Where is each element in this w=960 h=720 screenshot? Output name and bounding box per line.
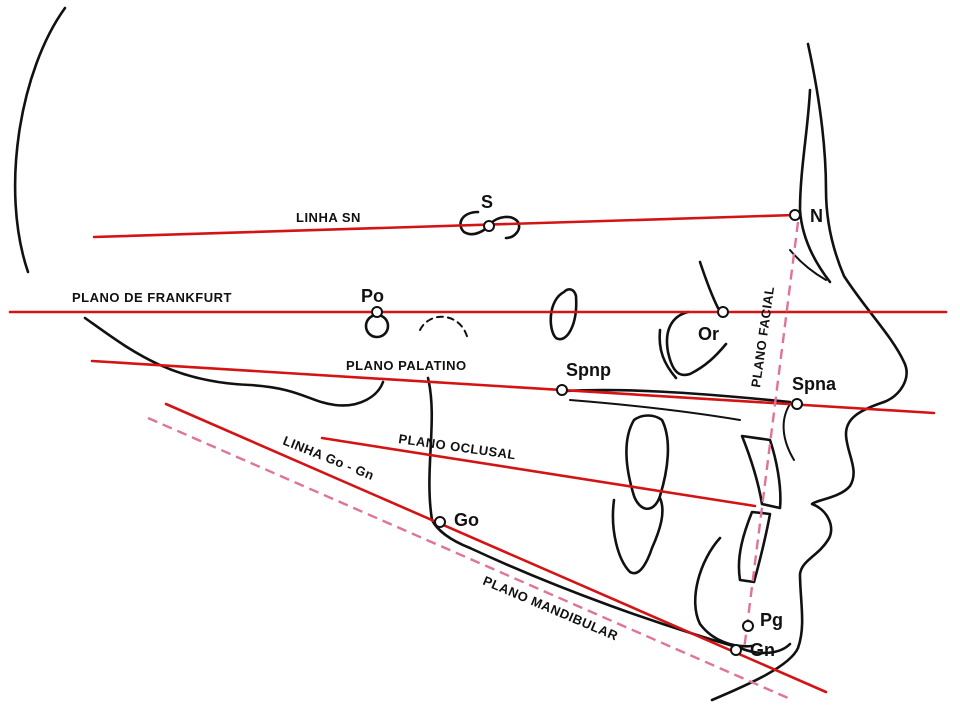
point-labels: S N Po Or Spnp Spna Go Pg Gn — [361, 192, 837, 660]
label-point-n: N — [810, 206, 823, 226]
orbit-floor — [665, 310, 728, 377]
label-point-go: Go — [454, 510, 479, 530]
plano-facial-line — [742, 221, 800, 651]
point-pg-marker — [742, 620, 754, 632]
label-point-pg: Pg — [760, 610, 783, 630]
label-plano-facial: PLANO FACIAL — [748, 285, 777, 388]
point-gn-marker — [730, 644, 742, 656]
label-point-or: Or — [698, 324, 719, 344]
point-spna-marker — [791, 398, 803, 410]
maxilla-curve — [658, 328, 678, 380]
plano-oclusal-line — [320, 436, 757, 508]
label-point-s: S — [481, 192, 493, 212]
condyle-dashed — [419, 315, 469, 341]
lower-molar — [611, 496, 664, 575]
palate-outline — [564, 388, 792, 404]
lower-incisor — [737, 510, 772, 584]
pterygoid-fissure — [549, 288, 578, 341]
upper-incisor — [740, 434, 782, 510]
upper-lip-inner — [782, 403, 795, 461]
landmark-points — [371, 209, 803, 656]
label-point-po: Po — [361, 286, 384, 306]
label-point-spna: Spna — [792, 374, 837, 394]
label-point-spnp: Spnp — [566, 360, 611, 380]
point-or-marker — [717, 306, 729, 318]
label-linha-sn: LINHA SN — [296, 210, 361, 225]
label-point-gn: Gn — [750, 640, 775, 660]
point-s-marker — [483, 220, 495, 232]
nasal-bone — [798, 88, 832, 284]
palate-lower — [569, 399, 741, 421]
cranium-outline — [13, 6, 67, 274]
label-plano-frankfurt: PLANO DE FRANKFURT — [72, 290, 232, 305]
nose-bridge — [789, 249, 827, 281]
skull-sketch — [13, 6, 908, 702]
ramus — [426, 376, 472, 550]
upper-molar — [625, 414, 670, 511]
linha-sn-line — [92, 213, 797, 239]
linha-go-gn-line — [164, 402, 828, 694]
dashed-lines — [147, 221, 800, 700]
orbit-contour — [698, 260, 720, 310]
label-plano-oclusal: PLANO OCLUSAL — [398, 431, 517, 462]
line-labels: LINHA SN PLANO DE FRANKFURT PLANO PALATI… — [72, 210, 777, 644]
plano-mandibular-line — [147, 416, 789, 700]
point-spnp-marker — [556, 384, 568, 396]
occipital-contour — [83, 316, 385, 407]
forehead-profile — [806, 42, 908, 404]
porion-ring — [364, 313, 390, 339]
label-plano-palatino: PLANO PALATINO — [346, 358, 467, 373]
point-po-marker — [371, 306, 383, 318]
point-go-marker — [434, 516, 446, 528]
point-n-marker — [789, 209, 801, 221]
mandible-anterior — [693, 536, 754, 648]
lips-profile — [710, 400, 886, 702]
